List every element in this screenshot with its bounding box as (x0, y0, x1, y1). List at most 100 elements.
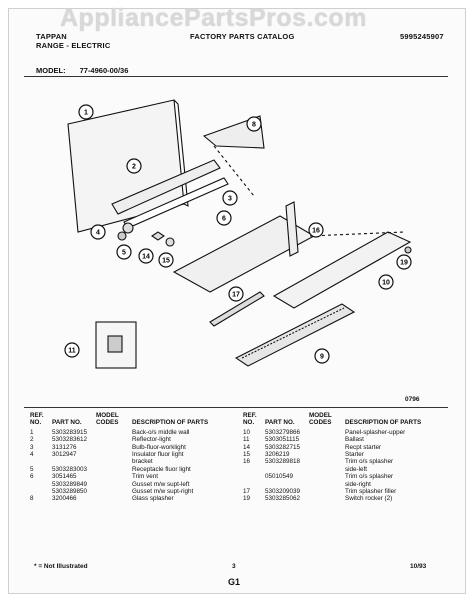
description-cell: Panel-splasher-upper (345, 428, 406, 436)
model-label: MODEL: (36, 66, 66, 75)
ref-cell: 11 (243, 436, 250, 444)
description-cell: Receptacle fluor light (132, 465, 191, 473)
description-cell: Insulator fluor light (132, 451, 184, 459)
ref-cell: 16 (243, 458, 251, 466)
header-part: PART NO. (52, 419, 82, 427)
description-cell: Reflector-light (132, 436, 171, 444)
table-divider (24, 407, 448, 408)
part-number-cell: 5303289818 (265, 458, 301, 466)
table-row: 1 5303283915 Back-o/s middle wall (30, 429, 232, 436)
ref-cell: 3 (30, 443, 34, 451)
model-code-cell (309, 495, 345, 502)
part-number-cell: 5303289850 (52, 488, 88, 496)
ref-cell (243, 466, 265, 473)
description-cell: Glass splasher (132, 495, 174, 503)
ref-cell (30, 458, 52, 465)
model-code-cell (309, 444, 345, 451)
table-header-row: REF. NO. PART NO. MODEL CODES DESCRIPTIO… (30, 412, 232, 429)
model-code-cell (309, 481, 345, 488)
description-cell: Back-o/s middle wall (132, 428, 190, 436)
table-header-row: REF. NO. PART NO. MODEL CODES DESCRIPTIO… (243, 412, 445, 429)
ref-cell: 1 (30, 428, 34, 436)
callout-9: 9 (320, 354, 324, 361)
catalog-date: 10/93 (410, 563, 427, 570)
ref-cell: 19 (243, 495, 251, 503)
description-cell: bracket (132, 458, 153, 466)
ref-cell: 6 (30, 473, 34, 481)
part-number-cell: 5303283003 (52, 465, 88, 473)
part-number-cell: 3012947 (52, 451, 77, 459)
description-cell: Trim vent (132, 473, 159, 481)
callout-2: 2 (132, 164, 136, 171)
description-cell: Starter (345, 451, 364, 459)
header-model: MODEL CODES (309, 412, 332, 427)
part-number-cell: 5303283915 (52, 428, 88, 436)
table-row: 5303289849 Gusset m/w supt-left (30, 481, 232, 488)
callout-10: 10 (382, 280, 390, 287)
part-number-cell: 5303051115 (265, 436, 300, 444)
ref-cell (243, 481, 265, 488)
callout-4: 4 (96, 230, 100, 237)
model-code-cell (96, 436, 132, 443)
ref-cell: 2 (30, 436, 34, 444)
model-code-cell (309, 458, 345, 465)
model-number: 77-4960-00/36 (79, 66, 129, 75)
callout-3: 3 (228, 196, 232, 203)
brand-label: TAPPAN (36, 32, 67, 41)
exploded-parts-diagram: 1 2 3 4 5 6 8 9 10 11 14 15 16 17 19 (64, 99, 412, 369)
ref-cell (243, 473, 265, 480)
header-part: PART NO. (265, 419, 295, 427)
ref-cell: 14 (243, 443, 251, 451)
model-row: MODEL: 77-4960-00/36 (36, 66, 128, 75)
part-number-cell: 5303282715 (265, 443, 301, 451)
model-code-cell (96, 473, 132, 480)
ref-cell (30, 481, 52, 488)
callout-5: 5 (122, 250, 126, 257)
model-code-cell (96, 488, 132, 495)
description-cell: Trim splasher filler (345, 488, 397, 496)
ref-cell: 8 (30, 495, 34, 503)
diagram-code: 0796 (405, 396, 420, 403)
catalog-title: FACTORY PARTS CATALOG (190, 32, 295, 41)
callout-1: 1 (84, 110, 88, 117)
part-number-cell: 05010549 (265, 473, 294, 481)
glass-splasher (234, 303, 356, 367)
part-number-cell (265, 466, 309, 473)
callout-11: 11 (68, 348, 76, 355)
part-number-cell: 5303289849 (52, 480, 88, 488)
catalog-code: 5995245907 (400, 32, 444, 41)
description-cell: Gusset m/w supt-left (132, 480, 190, 488)
description-cell: side-right (345, 480, 371, 488)
model-code-cell (96, 458, 132, 465)
model-code-cell (309, 436, 345, 443)
callout-6: 6 (222, 216, 226, 223)
model-code-cell (309, 429, 345, 436)
callout-15: 15 (162, 258, 170, 265)
table-row: bracket (30, 458, 232, 465)
part-number-cell (265, 481, 309, 488)
header-desc: DESCRIPTION OF PARTS (132, 419, 209, 427)
top-divider (24, 76, 448, 77)
ref-cell: 4 (30, 451, 34, 459)
section-code: G1 (228, 577, 241, 587)
description-cell: Trim o/s splasher (345, 458, 394, 466)
callout-14: 14 (142, 254, 150, 261)
page-number: 3 (232, 563, 236, 570)
ref-cell: 10 (243, 428, 251, 436)
panel-splasher-upper (272, 231, 412, 309)
back-wall-panel (67, 99, 185, 233)
model-code-cell (96, 451, 132, 458)
watermark: AppliancePartsPros.com (60, 4, 367, 32)
header-model: MODEL CODES (96, 412, 119, 427)
model-code-cell (96, 429, 132, 436)
parts-table-left: REF. NO. PART NO. MODEL CODES DESCRIPTIO… (30, 412, 232, 503)
